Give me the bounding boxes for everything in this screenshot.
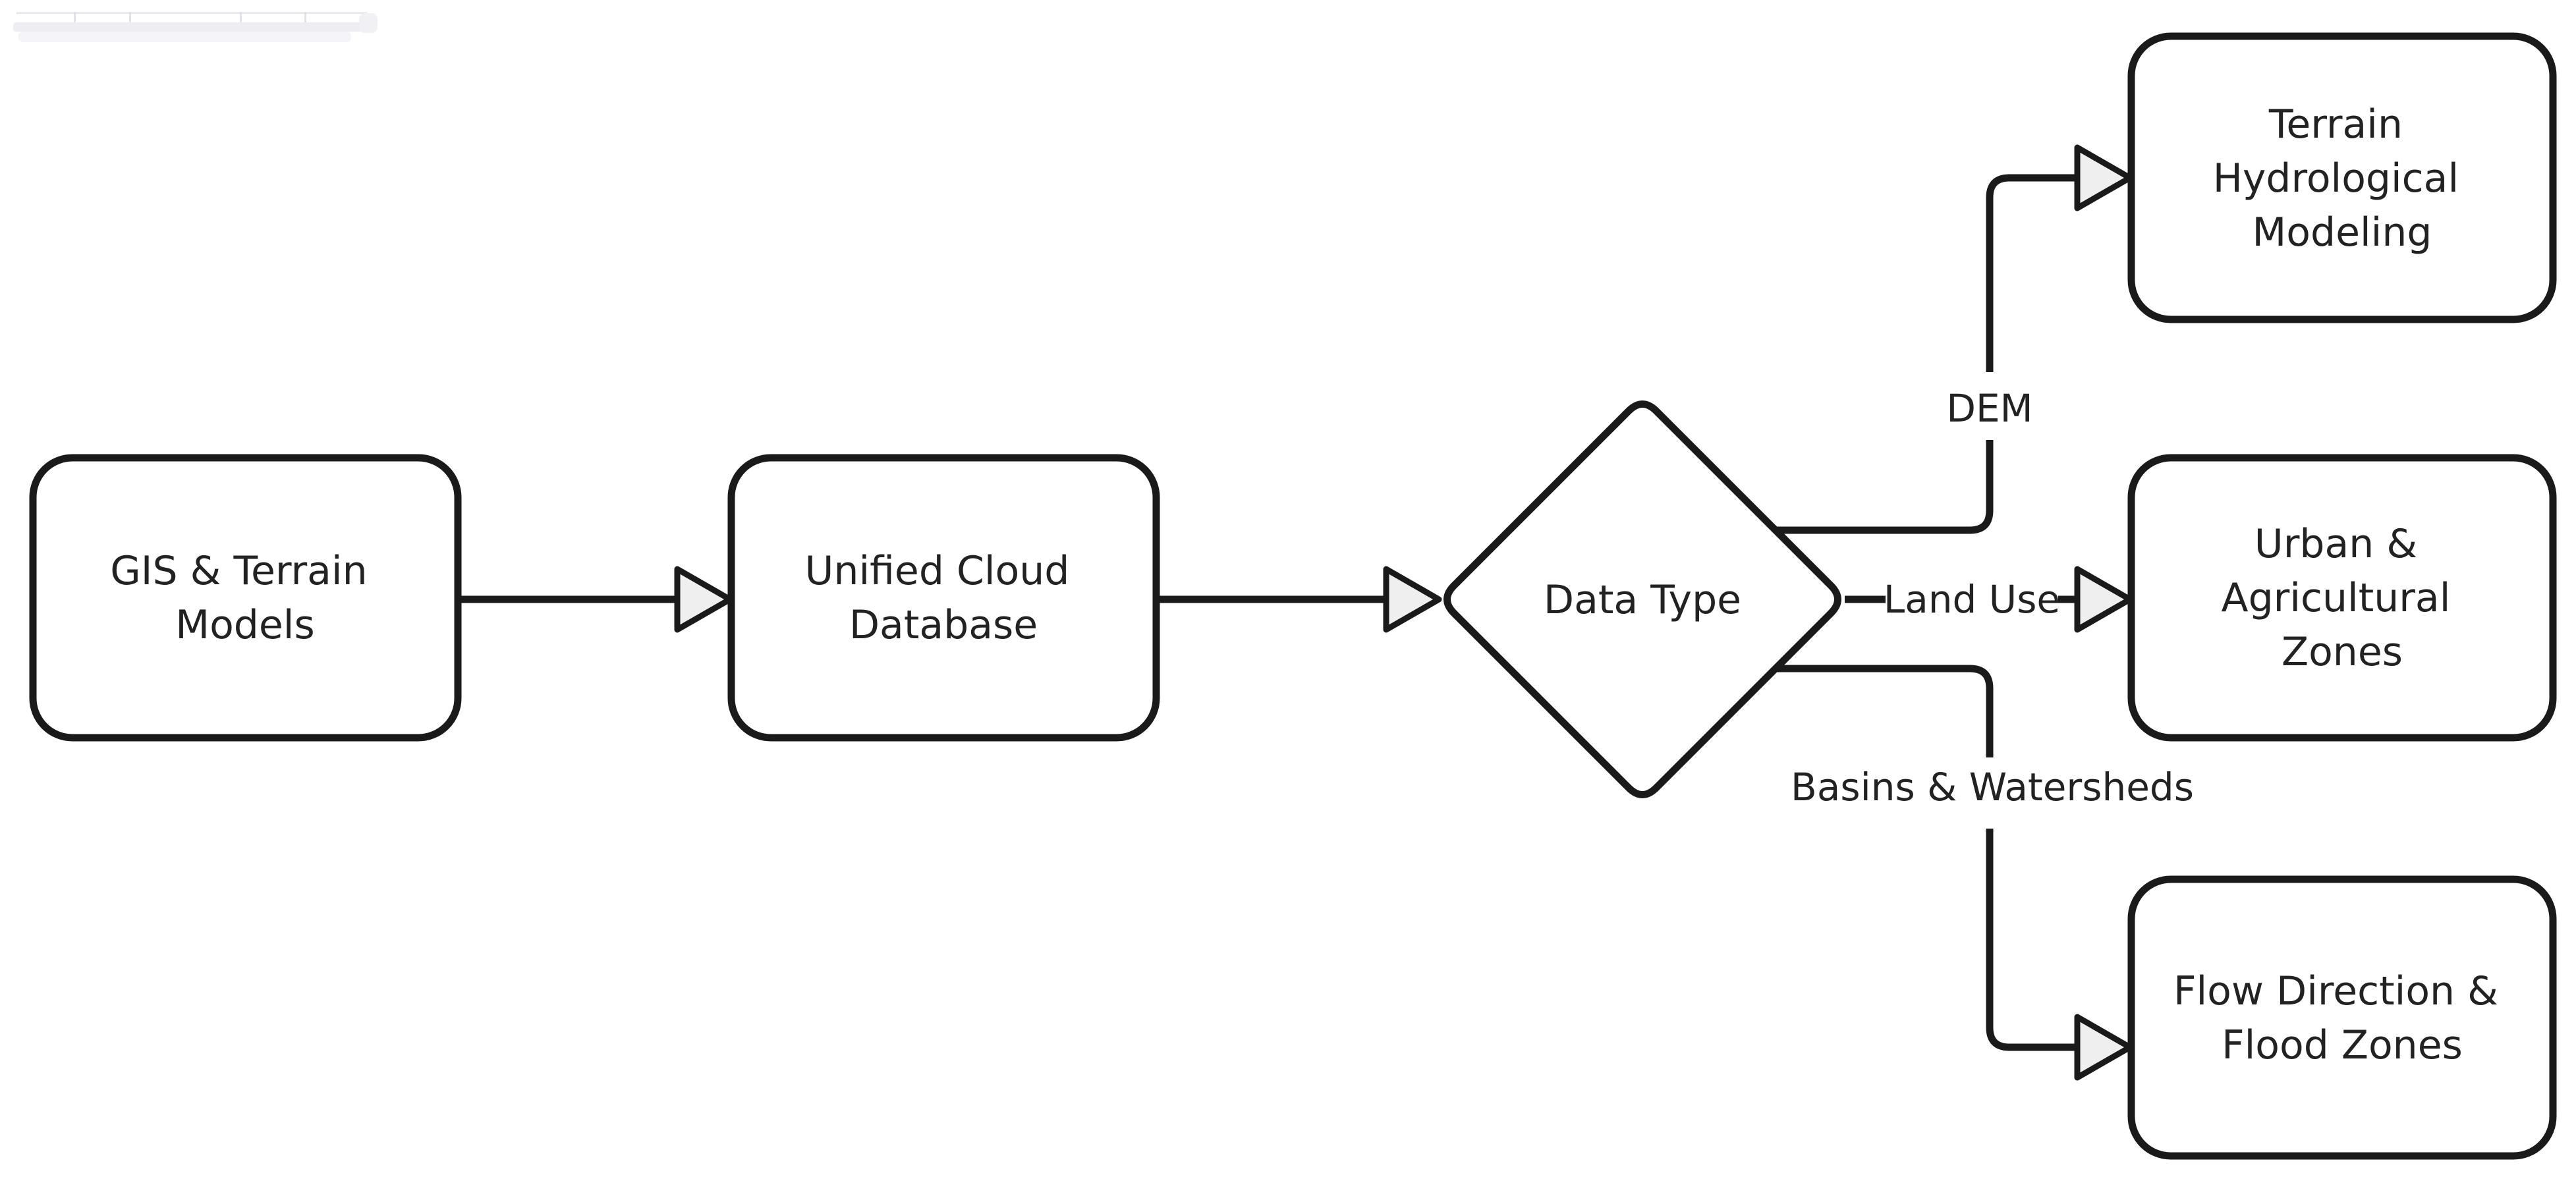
- arrowhead-icon: [2074, 144, 2133, 211]
- node-datatype-label: Data Type: [1544, 577, 1741, 623]
- node-urban-box: [2127, 454, 2557, 742]
- node-gis: GIS & Terrain Models: [29, 454, 462, 742]
- node-urban: Urban & Agricultural Zones: [2127, 454, 2557, 742]
- edge-label-basins-watersheds: Basins & Watersheds: [1791, 765, 2194, 809]
- edge-label-land-use: Land Use: [1884, 577, 2060, 622]
- edge-datatype-flow: [1776, 665, 2080, 1051]
- arrowhead-icon: [2074, 1014, 2133, 1081]
- node-datatype: Data Type: [1443, 400, 1841, 798]
- node-db: Unified Cloud Database: [727, 454, 1160, 742]
- node-datatype-diamond: [1443, 400, 1841, 798]
- node-db-box: [727, 454, 1160, 742]
- node-flow-box: [2127, 875, 2557, 1160]
- node-terrain: Terrain Hydrological Modeling: [2127, 32, 2557, 323]
- node-urban-label: Urban & Agricultural Zones: [2222, 521, 2463, 675]
- node-terrain-box: [2127, 32, 2557, 323]
- arrowhead-icon: [1383, 566, 1442, 633]
- node-flow: Flow Direction & Flood Zones: [2127, 875, 2557, 1160]
- node-db-label: Unified Cloud Database: [805, 548, 1082, 648]
- node-gis-label: GIS & Terrain Models: [110, 548, 379, 648]
- node-terrain-label: Terrain Hydrological Modeling: [2213, 101, 2471, 256]
- node-flow-label: Flow Direction & Flood Zones: [2173, 968, 2511, 1068]
- arrowhead-icon: [2074, 566, 2133, 633]
- edge-label-dem: DEM: [1946, 386, 2032, 431]
- edge-datatype-terrain: [1776, 174, 2080, 534]
- screen-artifact: [13, 12, 378, 42]
- node-gis-box: [29, 454, 462, 742]
- arrowhead-icon: [674, 566, 733, 633]
- edges: DEM Land Use Basins & Watersheds: [458, 144, 2194, 1081]
